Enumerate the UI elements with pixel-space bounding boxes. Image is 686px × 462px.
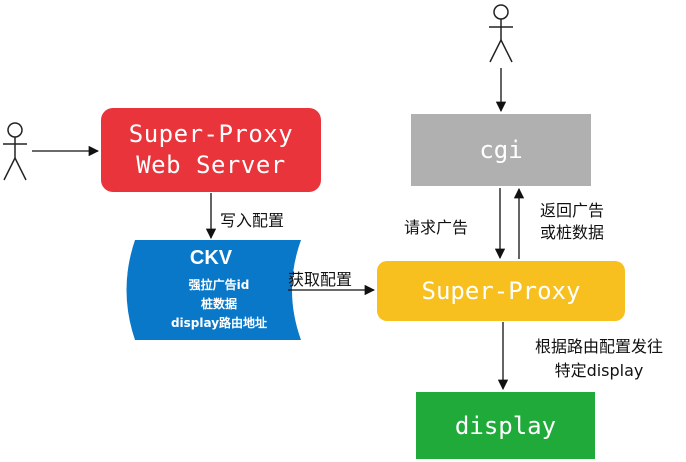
ckv-line-ad-id: 强拉广告id [188, 278, 250, 292]
display-label: display [454, 411, 557, 440]
web-server-line1: Super-Proxy [128, 120, 294, 148]
user-left-icon [3, 122, 27, 181]
display-node: display [416, 392, 595, 459]
ckv-contents: 强拉广告id 桩数据 display路由地址 [136, 276, 302, 333]
web-server-line2: Web Server [136, 151, 286, 179]
edge-label-write-config: 写入配置 [220, 211, 285, 230]
edge-label-return-ad: 返回广告 或桩数据 [540, 200, 604, 244]
route-line2: 特定display [554, 361, 644, 380]
edge-label-route: 根据路由配置发往 特定display [516, 335, 682, 383]
cgi-label: cgi [479, 136, 523, 164]
ckv-line-stub: 桩数据 [200, 297, 237, 311]
super-proxy-label: Super-Proxy [421, 277, 581, 305]
super-proxy-node: Super-Proxy [377, 261, 625, 321]
ckv-line-route: display路由地址 [170, 316, 268, 330]
super-proxy-web-server-node: Super-Proxy Web Server [101, 108, 321, 192]
ckv-storage-shape [126, 240, 301, 340]
ckv-title: CKV [189, 247, 233, 269]
return-ad-line1: 返回广告 [540, 201, 605, 220]
user-top-icon [489, 4, 513, 63]
edge-label-fetch-config: 获取配置 [288, 270, 353, 289]
edge-label-request-ad: 请求广告 [404, 218, 469, 237]
return-ad-line2: 或桩数据 [540, 223, 605, 242]
cgi-node: cgi [411, 114, 591, 186]
route-line1: 根据路由配置发往 [534, 337, 663, 356]
